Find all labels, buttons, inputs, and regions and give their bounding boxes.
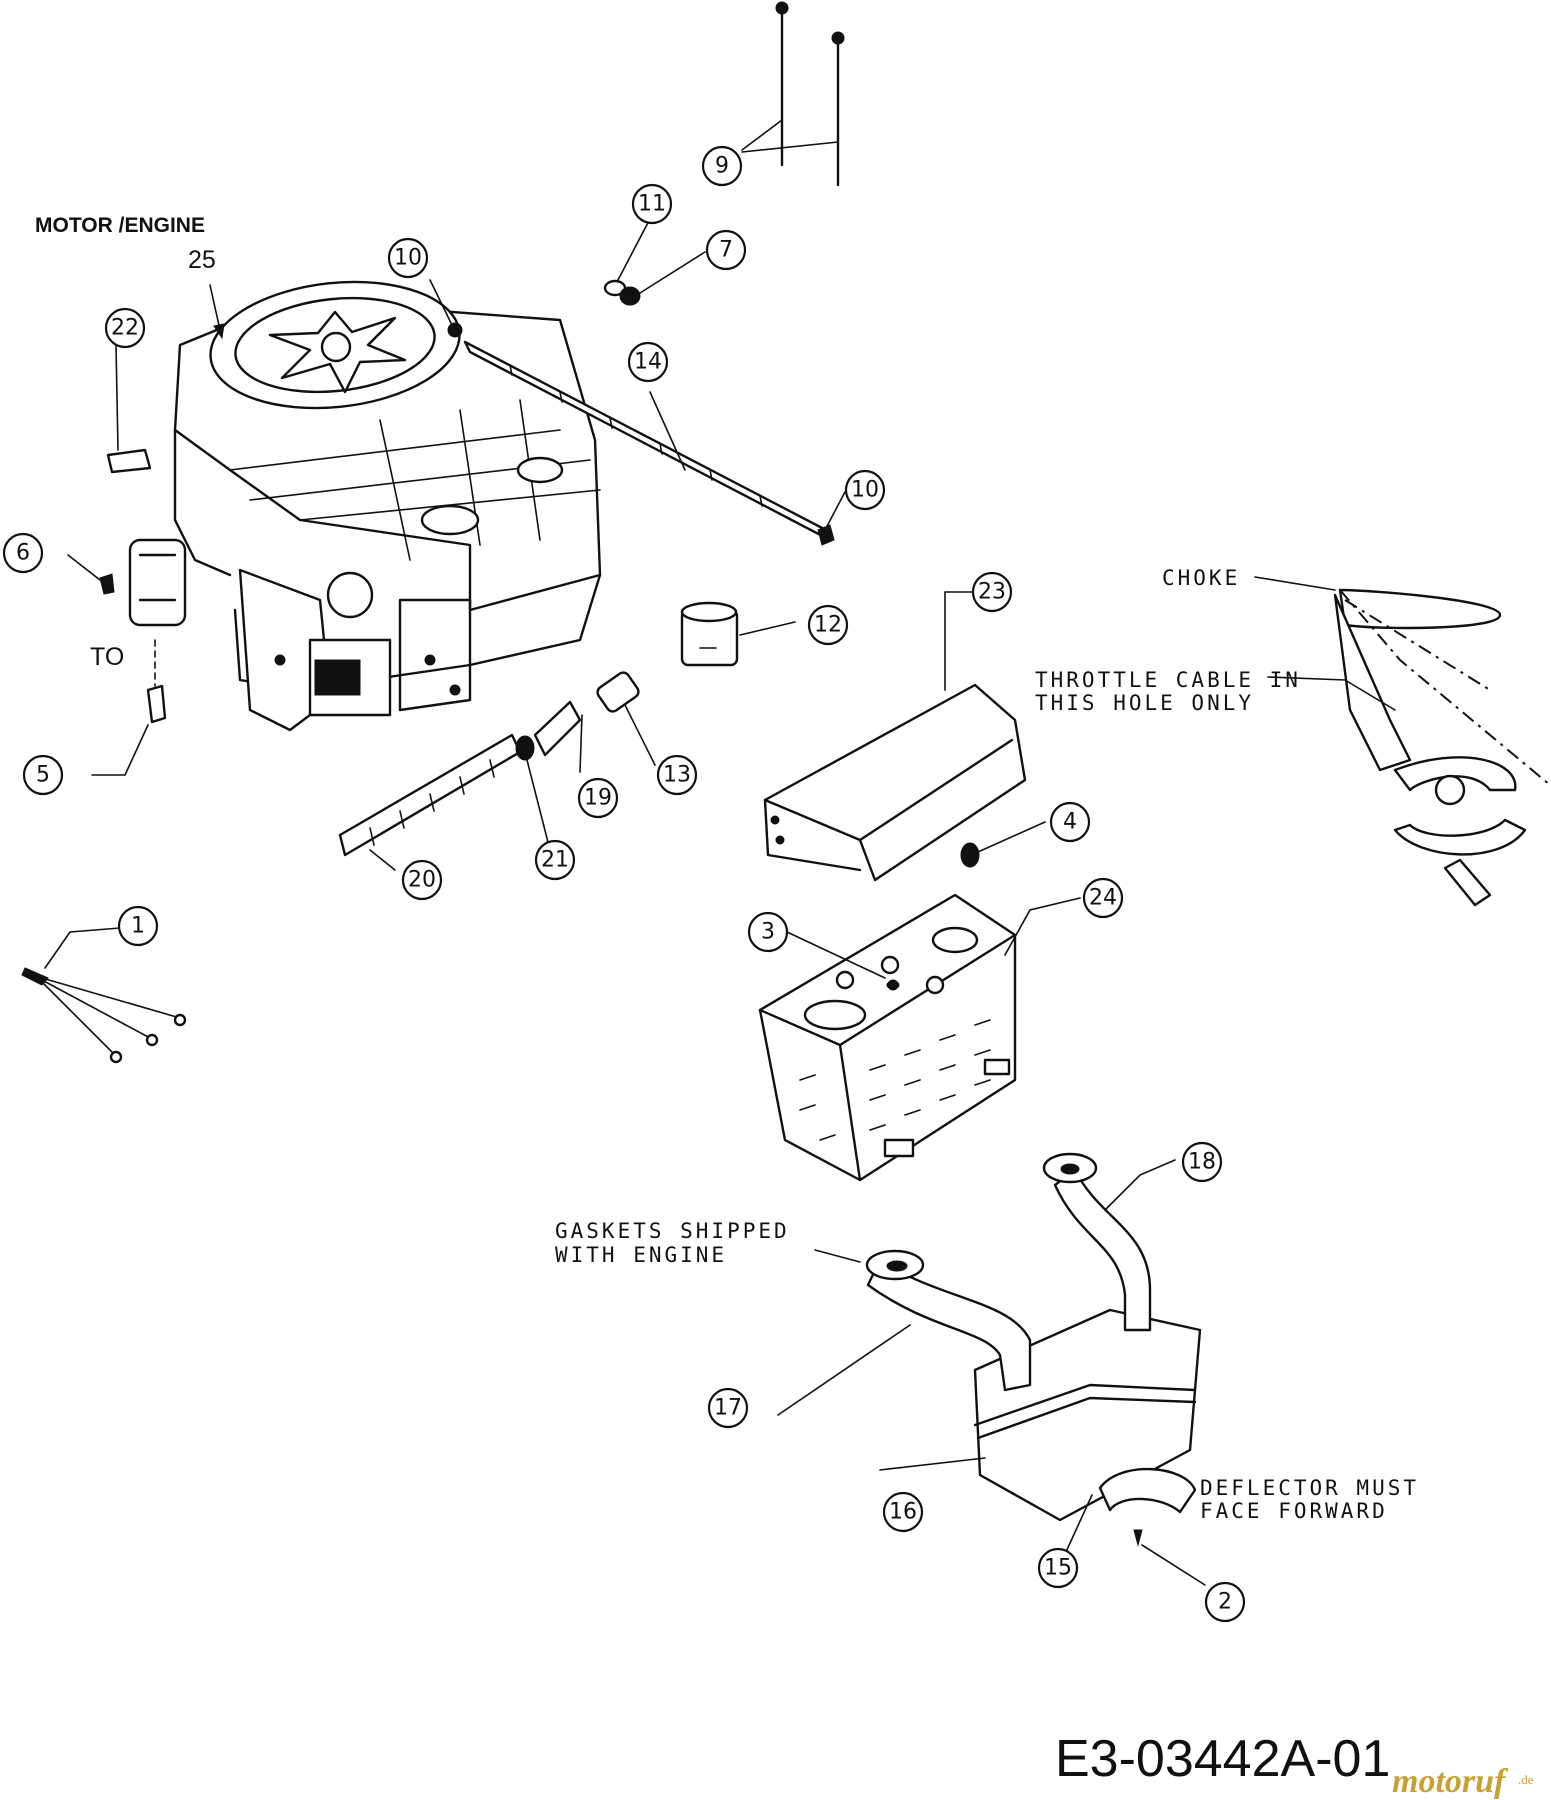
callout-17: 17 [707,1387,749,1429]
choke-label: CHOKE [1162,566,1240,590]
svg-text:7: 7 [719,238,733,263]
part-24-muffler-guard [758,893,1081,1182]
svg-text:20: 20 [408,868,436,893]
part-13-fitting [596,671,656,766]
svg-text:10: 10 [851,478,879,503]
svg-text:19: 19 [584,786,612,811]
part-9-rods [741,1,845,187]
svg-text:3: 3 [761,920,775,945]
part-6-screw [67,554,115,595]
svg-text:15: 15 [1044,1556,1072,1581]
part-5-clip [91,639,167,776]
callout-18: 18 [1181,1141,1223,1183]
to-label: TO [90,643,124,671]
part-4-bolt [960,821,1046,868]
svg-text:24: 24 [1089,886,1117,911]
watermark-logo: motoruf [1392,1763,1509,1800]
part-1-wire-harness [21,927,187,1064]
callout-3: 3 [747,911,789,953]
part-16-muffler [879,1308,1202,1522]
callout-10-right: 10 [844,469,886,511]
svg-text:4: 4 [1063,810,1077,835]
svg-text:18: 18 [1188,1150,1216,1175]
svg-text:1: 1 [131,914,145,939]
callout-9: 9 [701,145,743,187]
watermark-tld: .de [1518,1772,1534,1787]
svg-text:22: 22 [111,316,139,341]
part-3-grommet [886,980,900,990]
callout-24: 24 [1082,877,1124,919]
callout-10-top: 10 [387,237,429,279]
engine-title-label: MOTOR /ENGINE [35,214,205,237]
deflector-note-line2: FACE FORWARD [1200,1499,1388,1523]
throttle-note-line2: THIS HOLE ONLY [1035,691,1254,715]
svg-text:13: 13 [663,763,691,788]
part-19-fuel-filter [533,700,583,773]
callout-1: 1 [117,905,159,947]
part-18-exhaust-pipe [1042,1152,1176,1332]
svg-text:6: 6 [16,541,30,566]
part-17-exhaust-pipe [777,1249,1032,1416]
part-21-clamp [515,735,551,851]
drawing-code: E3-03442A-01 [1055,1730,1390,1788]
callout-13: 13 [656,754,698,796]
part-20-fuel-line [338,733,522,871]
callout-11: 11 [631,183,673,225]
callout-19: 19 [577,777,619,819]
svg-text:9: 9 [715,154,729,179]
callout-14: 14 [627,341,669,383]
engine-part-number: 25 [188,246,216,274]
svg-text:17: 17 [714,1396,742,1421]
callout-22: 22 [104,307,146,349]
engine-drawing [128,280,602,732]
deflector-note-line1: DEFLECTOR MUST [1200,1476,1419,1500]
callout-5: 5 [22,754,64,796]
part-7-nut [619,251,706,306]
choke-throttle-linkage [1254,576,1551,907]
callout-12: 12 [807,604,849,646]
part-11-washer [603,214,653,297]
part-14-tube [429,279,846,546]
svg-text:2: 2 [1218,1590,1232,1615]
callout-7: 7 [705,229,747,271]
part-23-shield [763,591,1027,882]
svg-text:21: 21 [541,848,569,873]
gaskets-note-line2: WITH ENGINE [555,1243,727,1267]
callout-21: 21 [534,839,576,881]
svg-text:14: 14 [634,350,662,375]
svg-text:16: 16 [889,1500,917,1525]
svg-text:23: 23 [978,580,1006,605]
callout-4: 4 [1049,801,1091,843]
callout-2: 2 [1204,1581,1246,1623]
callout-6: 6 [2,532,44,574]
throttle-note-line1: THROTTLE CABLE IN [1035,668,1301,692]
part-12-oil-filter [680,601,796,667]
callout-20: 20 [401,859,443,901]
callout-15: 15 [1037,1547,1079,1589]
svg-text:5: 5 [36,763,50,788]
part-22-bracket [106,344,152,474]
svg-text:10: 10 [394,246,422,271]
callout-16: 16 [882,1491,924,1533]
gaskets-note-line1: GASKETS SHIPPED [555,1219,790,1243]
svg-text:12: 12 [814,613,842,638]
svg-text:11: 11 [638,192,666,217]
callout-23: 23 [971,571,1013,613]
